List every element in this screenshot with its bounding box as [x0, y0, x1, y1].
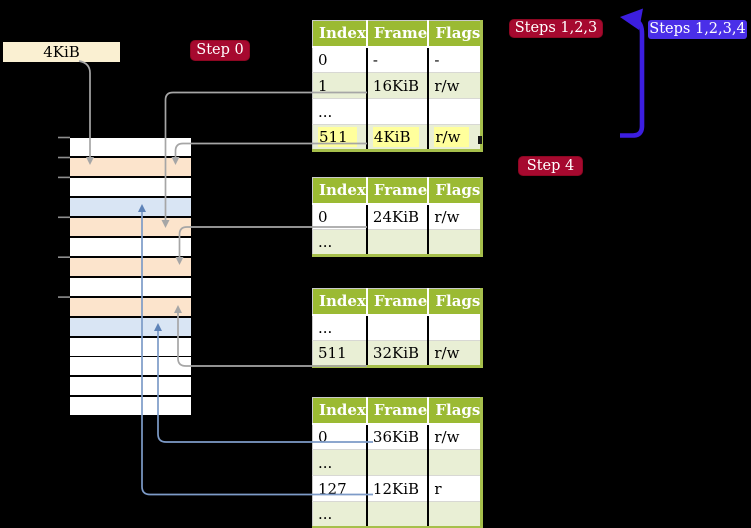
table-row: ...	[312, 314, 482, 341]
table-cell	[428, 98, 482, 125]
table-cell: r/w	[428, 203, 482, 230]
table-cell	[428, 314, 482, 341]
table-cell: 1	[312, 72, 368, 99]
arrow-translation-steps	[620, 8, 645, 138]
table-cell: 0	[312, 203, 368, 230]
table-cell	[366, 98, 430, 125]
memory-frame-row	[70, 138, 191, 156]
table-cell: 36KiB	[366, 423, 430, 450]
column-header: Frame	[366, 397, 430, 425]
memory-frame-row	[70, 317, 191, 336]
column-header: Frame	[366, 177, 430, 205]
table-row: ...	[312, 98, 482, 125]
table-cell: r/w	[428, 340, 482, 367]
badge-step-0: Step 0	[190, 40, 250, 61]
table-cell: r/w	[428, 72, 482, 99]
column-header: Index	[312, 177, 368, 205]
memory-frame-row	[70, 157, 191, 176]
frame-size-label: 4KiB	[3, 42, 120, 62]
table-cell	[428, 449, 482, 476]
address-tick-marks	[58, 136, 70, 298]
table-cell	[428, 501, 482, 528]
badge-steps-1-2-3-4: Steps 1,2,3,4	[648, 20, 747, 39]
table-cell: r/w	[428, 423, 482, 450]
table-cell: 16KiB	[366, 72, 430, 99]
table-cell: 0	[312, 423, 368, 450]
table-cell: 511	[312, 340, 368, 367]
column-header: Flags	[428, 397, 482, 425]
table-cell	[366, 314, 430, 341]
table-cell: -	[366, 46, 430, 73]
memory-frame-row	[70, 197, 191, 216]
table-cell: r	[428, 475, 482, 502]
column-header: Index	[312, 20, 368, 48]
table-cell: r/w	[428, 124, 482, 151]
table-row: ...	[312, 501, 482, 528]
table-cell: 0	[312, 46, 368, 73]
table-cell: 4KiB	[366, 124, 430, 151]
column-header: Index	[312, 288, 368, 316]
column-header: Frame	[366, 20, 430, 48]
memory-frame-row	[70, 377, 191, 396]
table-cell: 12KiB	[366, 475, 430, 502]
table-cell: 127	[312, 475, 368, 502]
column-header: Frame	[366, 288, 430, 316]
memory-frame-row	[70, 217, 191, 236]
column-header: Flags	[428, 288, 482, 316]
column-header: Flags	[428, 177, 482, 205]
table-cell	[366, 501, 430, 528]
table-cell: -	[428, 46, 482, 73]
memory-frame-row	[70, 257, 191, 276]
memory-frame-row	[70, 277, 191, 296]
badge-step-4: Step 4	[518, 156, 583, 176]
table-cell	[366, 229, 430, 256]
column-header: Flags	[428, 20, 482, 48]
table-cell	[366, 449, 430, 476]
table-cell: 24KiB	[366, 203, 430, 230]
badge-steps-1-2-3: Steps 1,2,3	[509, 19, 603, 38]
table-row: ...	[312, 229, 482, 256]
arrow-translation-steps-shaft	[620, 18, 645, 138]
table-cell: ...	[312, 98, 368, 125]
table-row: ...	[312, 449, 482, 476]
column-header: Index	[312, 397, 368, 425]
table-row: 0--	[312, 46, 482, 73]
memory-frame-row	[70, 177, 191, 196]
table-cell: ...	[312, 314, 368, 341]
table-cell: ...	[312, 501, 368, 528]
table-cell	[428, 229, 482, 256]
arrow-translation-steps-head	[620, 8, 643, 30]
table-cell: 511	[312, 124, 368, 151]
memory-frame-row	[70, 297, 191, 316]
table-cell: 32KiB	[366, 340, 430, 367]
memory-frame-row	[70, 237, 191, 256]
table-cell: ...	[312, 229, 368, 256]
table-cell: ...	[312, 449, 368, 476]
memory-frame-row	[70, 397, 191, 416]
memory-frame-row	[70, 357, 191, 376]
memory-frame-row	[70, 337, 191, 356]
